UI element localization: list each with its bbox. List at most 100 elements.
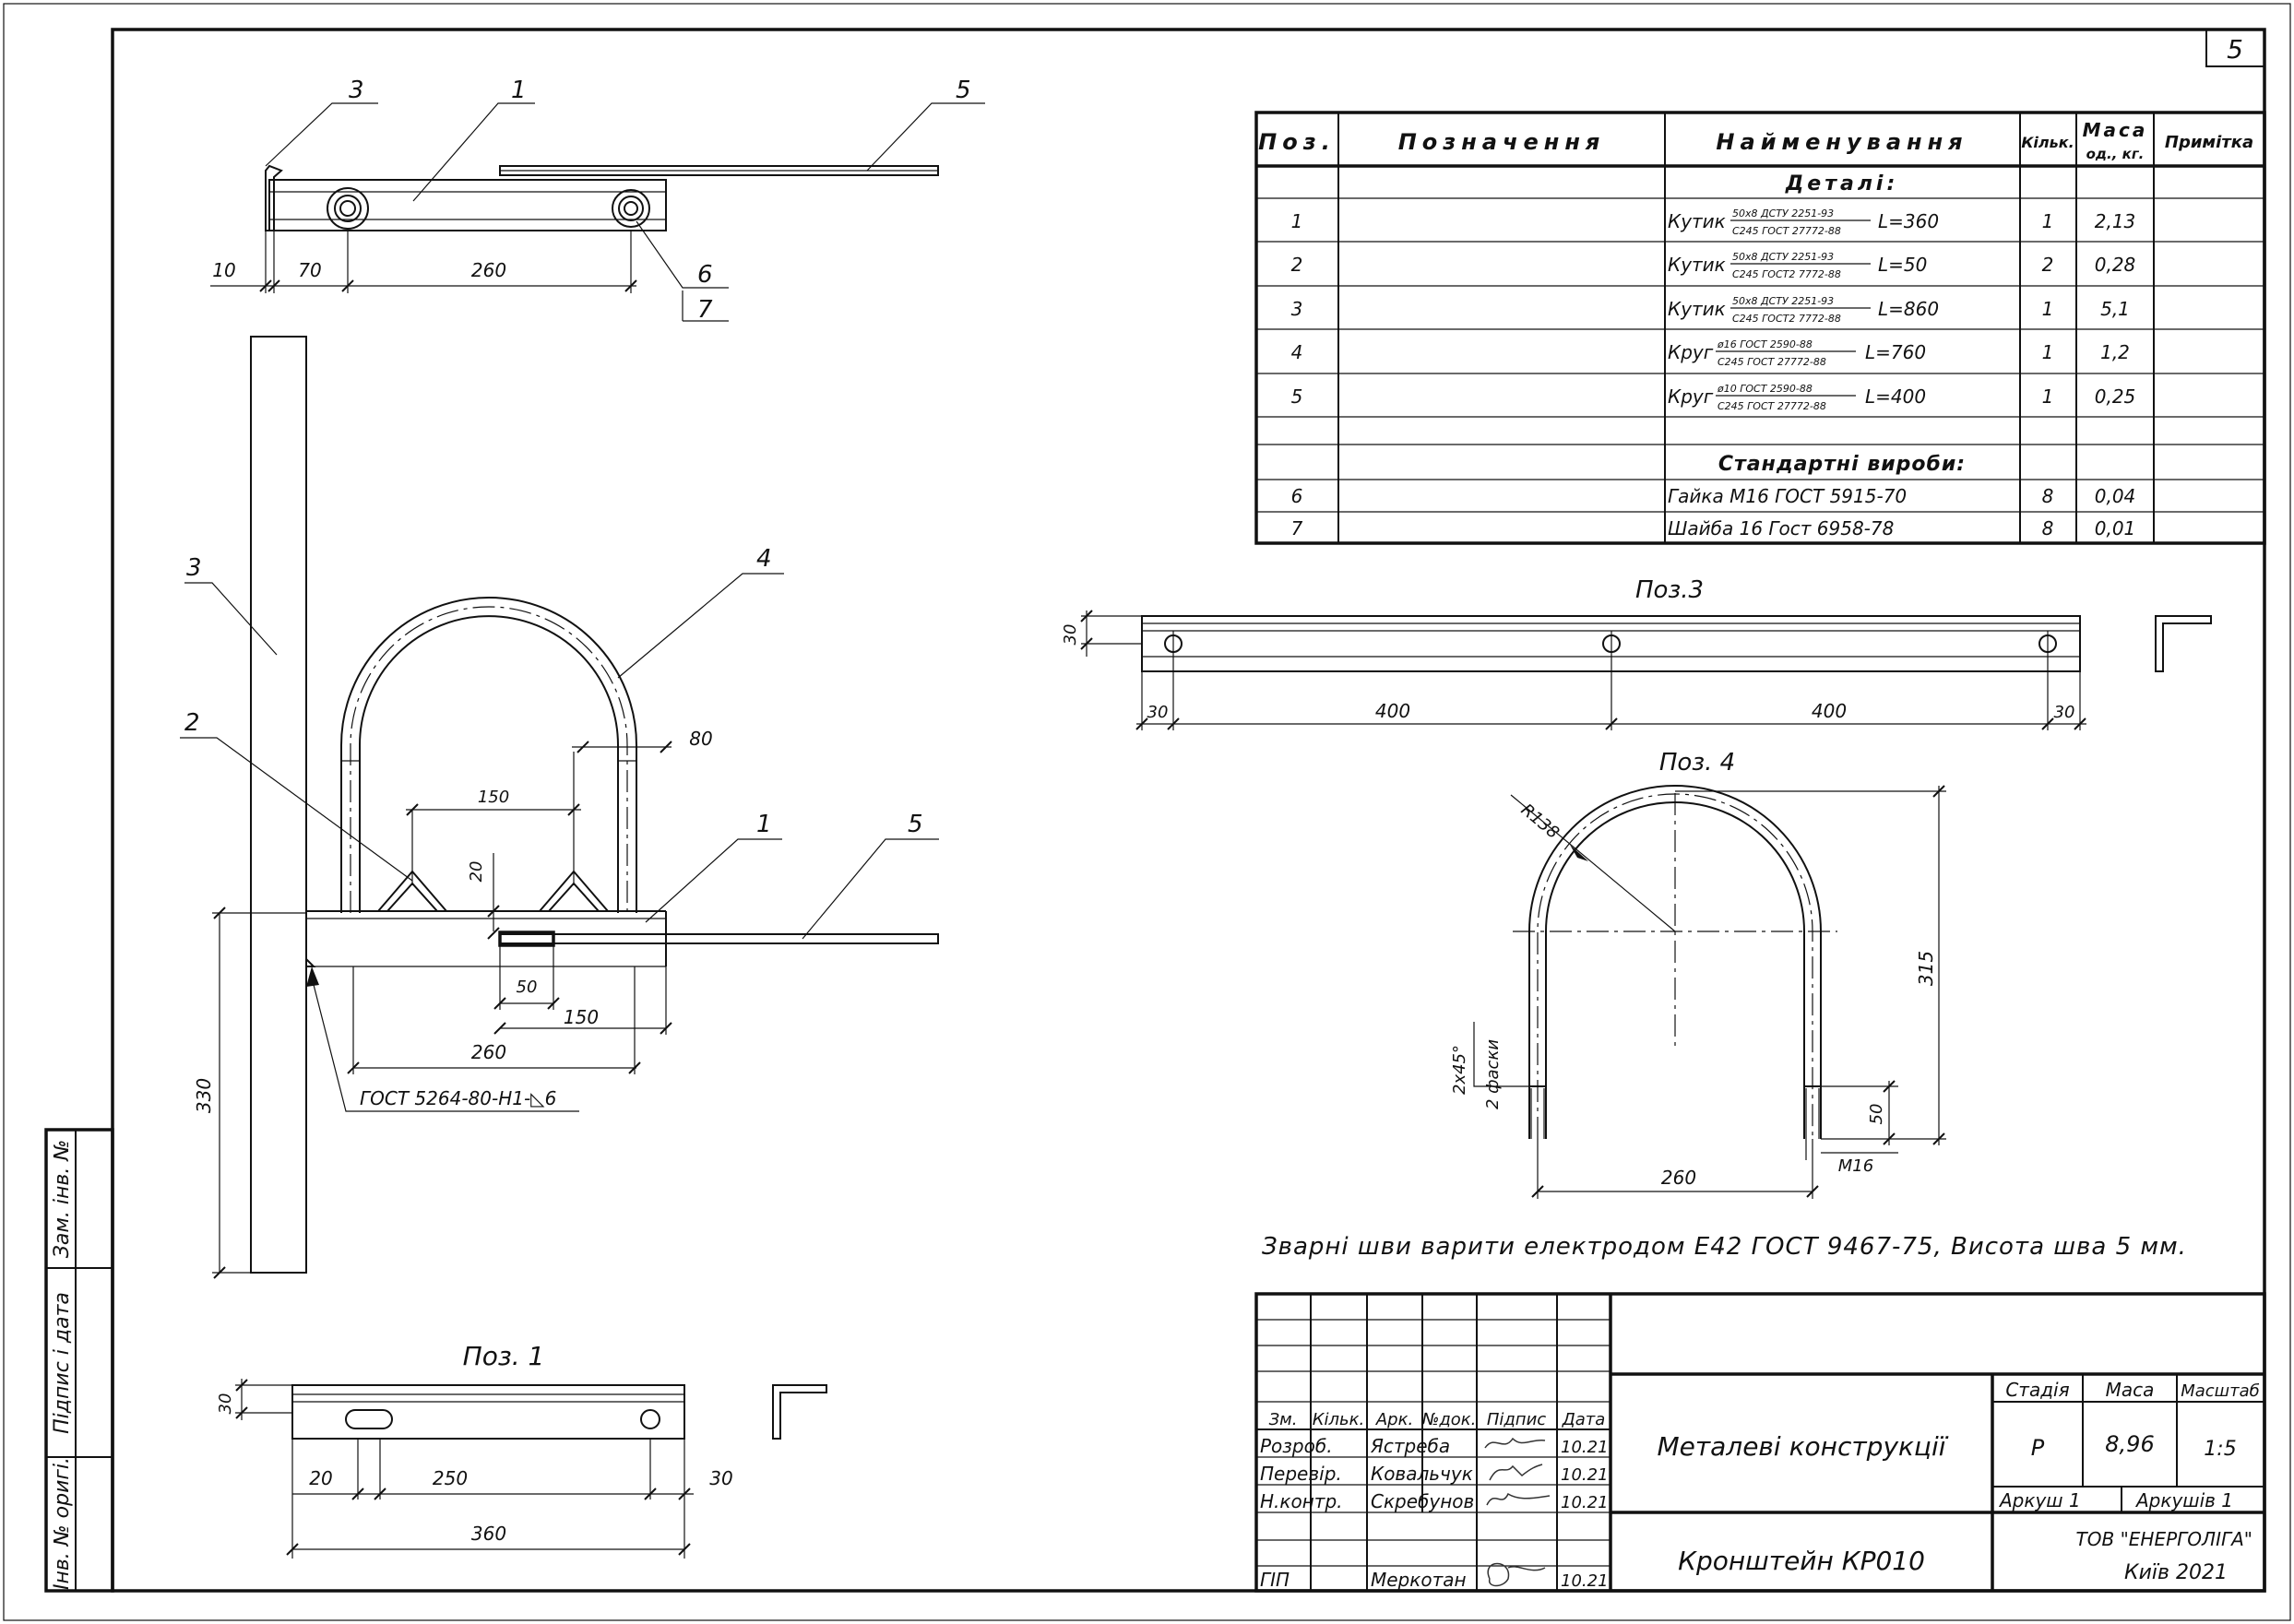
leader-label: 3 — [186, 554, 202, 582]
dim-label: 150 — [478, 788, 509, 807]
dim-label: 70 — [298, 259, 321, 281]
spec-row: 5 Круг ø10 ГОСТ 2590-88 С245 ГОСТ 27772-… — [1291, 383, 2136, 412]
dim-label: 260 — [471, 259, 506, 281]
th-mass-top: Маса — [2083, 119, 2148, 141]
rev-header: Підпис — [1487, 1410, 1546, 1429]
svg-text:Круг: Круг — [1668, 341, 1714, 363]
svg-text:С245 ГОСТ 27772-88: С245 ГОСТ 27772-88 — [1718, 400, 1826, 412]
svg-text:2,13: 2,13 — [2095, 210, 2136, 232]
svg-text:0,25: 0,25 — [2095, 385, 2136, 408]
svg-text:L=860: L=860 — [1878, 298, 1939, 320]
spec-row: 3 Кутик 50х8 ДСТУ 2251-93 С245 ГОСТ2 777… — [1291, 295, 2130, 325]
scale-value: 1:5 — [2204, 1438, 2236, 1461]
weld-note: Зварні шви варити електродом Е42 ГОСТ 94… — [1262, 1233, 2187, 1261]
svg-text:Ястреба: Ястреба — [1370, 1435, 1450, 1457]
th-pos: Поз. — [1258, 129, 1336, 155]
stamp-inv-orig: Інв. № оригі. — [51, 1457, 74, 1590]
svg-text:Гайка М16 ГОСТ 5915-70: Гайка М16 ГОСТ 5915-70 — [1668, 485, 1907, 507]
signature — [1489, 1464, 1543, 1481]
svg-text:Кутик: Кутик — [1668, 254, 1726, 276]
section-parts: Деталі: — [1785, 172, 1899, 196]
dim-label: 20 — [309, 1467, 332, 1489]
dim-label: 30 — [1061, 624, 1080, 646]
section-std: Стандартні вироби: — [1718, 453, 1966, 476]
svg-text:50х8 ДСТУ 2251-93: 50х8 ДСТУ 2251-93 — [1732, 207, 1834, 219]
signature — [1484, 1437, 1546, 1449]
svg-text:ø10 ГОСТ 2590-88: ø10 ГОСТ 2590-88 — [1717, 383, 1813, 395]
project-name: Металеві конструкції — [1657, 1431, 1948, 1462]
svg-text:Кутик: Кутик — [1668, 298, 1726, 320]
dim-label: 360 — [471, 1523, 506, 1545]
stage-value: Р — [2031, 1435, 2045, 1461]
svg-text:С245 ГОСТ 27772-88: С245 ГОСТ 27772-88 — [1718, 356, 1826, 368]
svg-text:ø16 ГОСТ 2590-88: ø16 ГОСТ 2590-88 — [1717, 338, 1813, 350]
dim-label: 400 — [1375, 700, 1410, 722]
rev-header: Арк. — [1375, 1410, 1413, 1429]
thread-label: М16 — [1838, 1156, 1873, 1176]
spec-row: 2 Кутик 50х8 ДСТУ 2251-93 С245 ГОСТ2 777… — [1291, 251, 2136, 280]
svg-text:10.21: 10.21 — [1561, 1571, 1609, 1591]
rev-header: Дата — [1562, 1410, 1606, 1429]
dim-label: 30 — [1147, 703, 1169, 722]
svg-text:Розроб.: Розроб. — [1260, 1435, 1333, 1457]
chamfer-note: 2 фаски — [1483, 1039, 1503, 1109]
pos4-view: Поз. 4 R138 315 2х45° 2 фаски 50 — [1450, 749, 1946, 1199]
svg-text:1: 1 — [2042, 341, 2054, 363]
sheets-label: Аркушів 1 — [2134, 1489, 2233, 1511]
svg-text:С245 ГОСТ2 7772-88: С245 ГОСТ2 7772-88 — [1732, 313, 1841, 325]
svg-text:L=760: L=760 — [1865, 341, 1926, 363]
svg-text:L=50: L=50 — [1878, 254, 1927, 276]
svg-text:0,04: 0,04 — [2095, 485, 2136, 507]
company-city: Київ 2021 — [2124, 1561, 2228, 1584]
dim-label: 260 — [1661, 1167, 1696, 1189]
outer-trim-border — [3, 3, 2291, 1621]
chamfer-note: 2х45° — [1450, 1045, 1469, 1095]
leader-label: 1 — [756, 811, 772, 838]
title-block: Зм. Кільк. Арк. №док. Підпис Дата Розроб… — [1254, 1292, 2266, 1593]
signatory-row: Н.контр. Скребунов 10.21 — [1260, 1490, 1609, 1512]
dim-label: 150 — [564, 1006, 599, 1028]
svg-text:Кутик: Кутик — [1668, 210, 1726, 232]
svg-text:5: 5 — [1291, 385, 1303, 408]
stamp-pidpys-data: Підпис і дата — [51, 1292, 74, 1434]
leader-label: 2 — [184, 709, 200, 737]
spec-row: 1 Кутик 50х8 ДСТУ 2251-93 С245 ГОСТ 2777… — [1291, 207, 2136, 237]
dim-label: 30 — [709, 1467, 732, 1489]
svg-text:1: 1 — [1291, 210, 1303, 232]
leader-label: 3 — [349, 77, 364, 104]
scale-label: Масштаб — [2181, 1381, 2260, 1401]
spec-row: 4 Круг ø16 ГОСТ 2590-88 С245 ГОСТ 27772-… — [1291, 338, 2130, 368]
sheet-number: 5 — [2227, 34, 2243, 65]
svg-text:L=400: L=400 — [1865, 385, 1926, 408]
svg-text:Скребунов: Скребунов — [1371, 1490, 1474, 1512]
svg-text:С245 ГОСТ2 7772-88: С245 ГОСТ2 7772-88 — [1732, 268, 1841, 280]
dim-label: 50 — [517, 978, 538, 997]
svg-text:1: 1 — [2042, 385, 2054, 408]
svg-text:0,01: 0,01 — [2095, 517, 2136, 539]
spec-row: 6 Гайка М16 ГОСТ 5915-70 8 0,04 — [1291, 485, 2136, 507]
dim-label: 315 — [1915, 951, 1937, 986]
rev-header: №док. — [1421, 1410, 1477, 1429]
rev-header: Зм. — [1269, 1410, 1298, 1429]
svg-text:10.21: 10.21 — [1561, 1438, 1609, 1457]
svg-text:7: 7 — [1291, 517, 1303, 539]
leader-label: 5 — [908, 811, 923, 838]
stamp-zam-inv: Зам. інв. № — [51, 1140, 74, 1259]
dim-label: 30 — [2054, 703, 2075, 722]
svg-text:Круг: Круг — [1668, 385, 1714, 408]
side-stamp: Зам. інв. № Підпис і дата Інв. № оригі. — [44, 1128, 114, 1593]
rev-header: Кільк. — [1313, 1410, 1365, 1429]
dim-label: 400 — [1812, 700, 1847, 722]
signature — [1486, 1492, 1551, 1506]
leader-label: 7 — [697, 296, 713, 324]
svg-text:0,28: 0,28 — [2095, 254, 2136, 276]
dim-label: 30 — [216, 1393, 235, 1415]
signatory-row: ГІП Меркотан 10.21 — [1260, 1562, 1609, 1591]
drawing-name: Кронштейн КР010 — [1678, 1546, 1925, 1576]
leader-label: 1 — [511, 77, 527, 104]
svg-text:2: 2 — [2042, 254, 2054, 276]
svg-text:1: 1 — [2042, 298, 2054, 320]
spec-row: 7 Шайба 16 Гост 6958-78 8 0,01 — [1291, 517, 2136, 539]
svg-text:8: 8 — [2042, 517, 2054, 539]
